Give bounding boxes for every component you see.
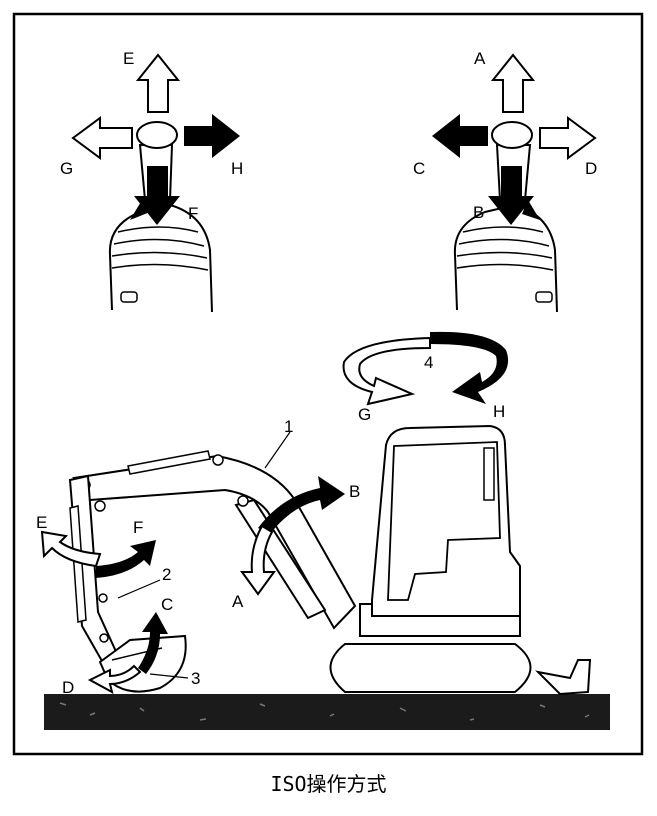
joystick-right-arrow-down	[488, 166, 534, 225]
arm-cylinder	[69, 505, 87, 623]
bucket-arrow-curl	[138, 612, 168, 674]
boom-arrow-up	[258, 476, 345, 534]
joystick-right-arrow-right	[539, 116, 597, 160]
arm-arrow-in	[96, 540, 156, 578]
label-bucket-number: 3	[191, 669, 200, 688]
label-B-right: B	[473, 203, 484, 222]
dozer-blade	[535, 659, 592, 696]
joystick-right-arrow-up	[490, 53, 536, 113]
swing-arrow-black	[430, 331, 509, 404]
joystick-left: E G H F	[60, 49, 243, 313]
label-E-left: E	[123, 49, 134, 68]
joystick-right-arrow-left	[432, 114, 488, 158]
label-A-boom: A	[232, 592, 244, 611]
crawler-track	[329, 643, 532, 693]
excavator: 1 2 3 4 B A F E C D G H	[36, 331, 610, 730]
label-F-left: F	[188, 204, 198, 223]
label-F-arm: F	[133, 518, 143, 537]
joystick-left-arrow-right	[184, 114, 240, 158]
label-D-bucket: D	[62, 678, 74, 697]
joystick-right: A C D B	[413, 49, 597, 313]
swing-arrow-white	[342, 336, 431, 406]
label-A-right: A	[474, 49, 486, 68]
joystick-left-knob	[136, 121, 178, 149]
label-G-swing: G	[358, 405, 371, 424]
boom-arrow-down	[240, 524, 276, 596]
label-D-right: D	[585, 159, 597, 178]
label-swing-number: 4	[424, 353, 433, 372]
label-B-boom: B	[349, 482, 360, 501]
label-H-swing: H	[493, 402, 505, 421]
ground	[44, 694, 610, 730]
label-C-right: C	[413, 159, 425, 178]
label-H-left: H	[231, 159, 243, 178]
label-arm-number: 2	[162, 565, 171, 584]
cab-window	[387, 441, 501, 601]
joystick-left-arrow-up	[135, 53, 181, 113]
boom	[72, 454, 357, 630]
joystick-left-arrow-down	[134, 166, 180, 225]
label-E-arm: E	[36, 513, 47, 532]
caption: ISO操作方式	[270, 772, 387, 796]
arm-arrow-out	[40, 530, 102, 568]
label-boom-number: 1	[284, 417, 293, 436]
label-G: G	[60, 159, 73, 178]
bucket-arrow-dump	[87, 664, 142, 694]
label-C-bucket: C	[161, 595, 173, 614]
joystick-left-arrow-left	[71, 116, 133, 160]
joystick-right-knob	[491, 121, 533, 149]
